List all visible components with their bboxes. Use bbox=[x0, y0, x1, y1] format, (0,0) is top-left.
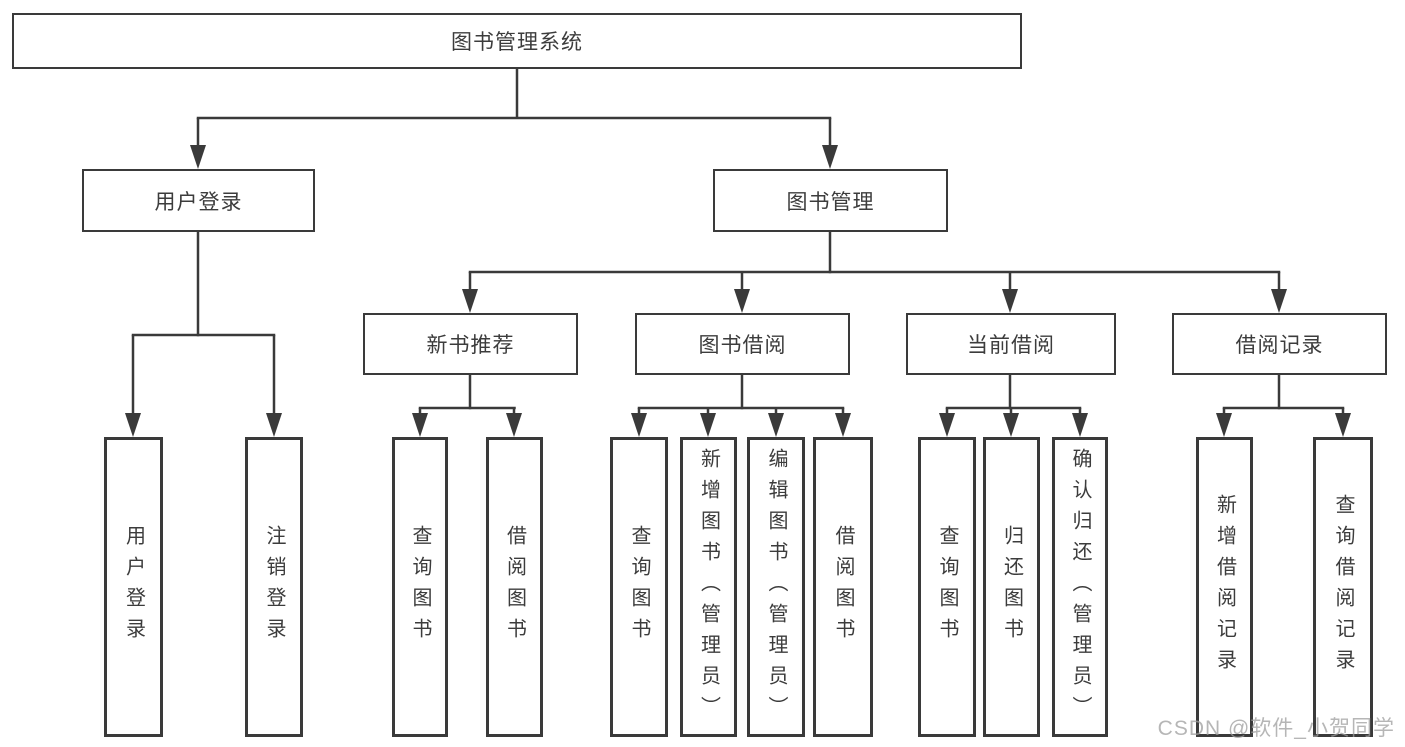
leaf-borrow-book-label: 借阅图书 bbox=[832, 525, 854, 649]
leaf-logout: 注销登录 bbox=[245, 437, 303, 737]
leaf-confirm-return-admin: 确认归还（管理员） bbox=[1052, 437, 1108, 737]
leaf-user-login: 用户登录 bbox=[104, 437, 163, 737]
leaf-return-book: 归还图书 bbox=[983, 437, 1040, 737]
node-book-management: 图书管理 bbox=[713, 169, 948, 232]
leaf-add-borrow-record-label: 新增借阅记录 bbox=[1213, 494, 1236, 680]
leaf-borrow-book: 借阅图书 bbox=[813, 437, 873, 737]
leaf-borrow-books-recommend-label: 借阅图书 bbox=[503, 525, 526, 649]
leaf-borrow-books-recommend: 借阅图书 bbox=[486, 437, 543, 737]
node-borrow-records: 借阅记录 bbox=[1172, 313, 1387, 375]
leaf-query-borrow-record: 查询借阅记录 bbox=[1313, 437, 1373, 737]
node-library-system: 图书管理系统 bbox=[12, 13, 1022, 69]
leaf-add-book-admin: 新增图书（管理员） bbox=[680, 437, 737, 737]
leaf-query-books-current-label: 查询图书 bbox=[936, 525, 958, 649]
leaf-edit-book-admin: 编辑图书（管理员） bbox=[747, 437, 805, 737]
leaf-query-books-borrow-label: 查询图书 bbox=[628, 525, 650, 649]
csdn-watermark: CSDN @软件_小贺同学 bbox=[1157, 717, 1395, 740]
leaf-query-borrow-record-label: 查询借阅记录 bbox=[1332, 494, 1354, 680]
leaf-add-book-admin-label: 新增图书（管理员） bbox=[697, 447, 720, 727]
node-current-borrow: 当前借阅 bbox=[906, 313, 1116, 375]
leaf-logout-label: 注销登录 bbox=[263, 525, 285, 649]
leaf-query-books-recommend-label: 查询图书 bbox=[409, 525, 431, 649]
node-new-book-recommend: 新书推荐 bbox=[363, 313, 578, 375]
node-user-login: 用户登录 bbox=[82, 169, 315, 232]
leaf-query-books-recommend: 查询图书 bbox=[392, 437, 448, 737]
leaf-add-borrow-record: 新增借阅记录 bbox=[1196, 437, 1253, 737]
leaf-edit-book-admin-label: 编辑图书（管理员） bbox=[765, 447, 787, 727]
leaf-query-books-borrow: 查询图书 bbox=[610, 437, 668, 737]
leaf-query-books-current: 查询图书 bbox=[918, 437, 976, 737]
leaf-return-book-label: 归还图书 bbox=[1000, 525, 1023, 649]
node-book-borrow: 图书借阅 bbox=[635, 313, 850, 375]
leaf-confirm-return-admin-label: 确认归还（管理员） bbox=[1069, 447, 1091, 727]
leaf-user-login-label: 用户登录 bbox=[122, 525, 145, 649]
